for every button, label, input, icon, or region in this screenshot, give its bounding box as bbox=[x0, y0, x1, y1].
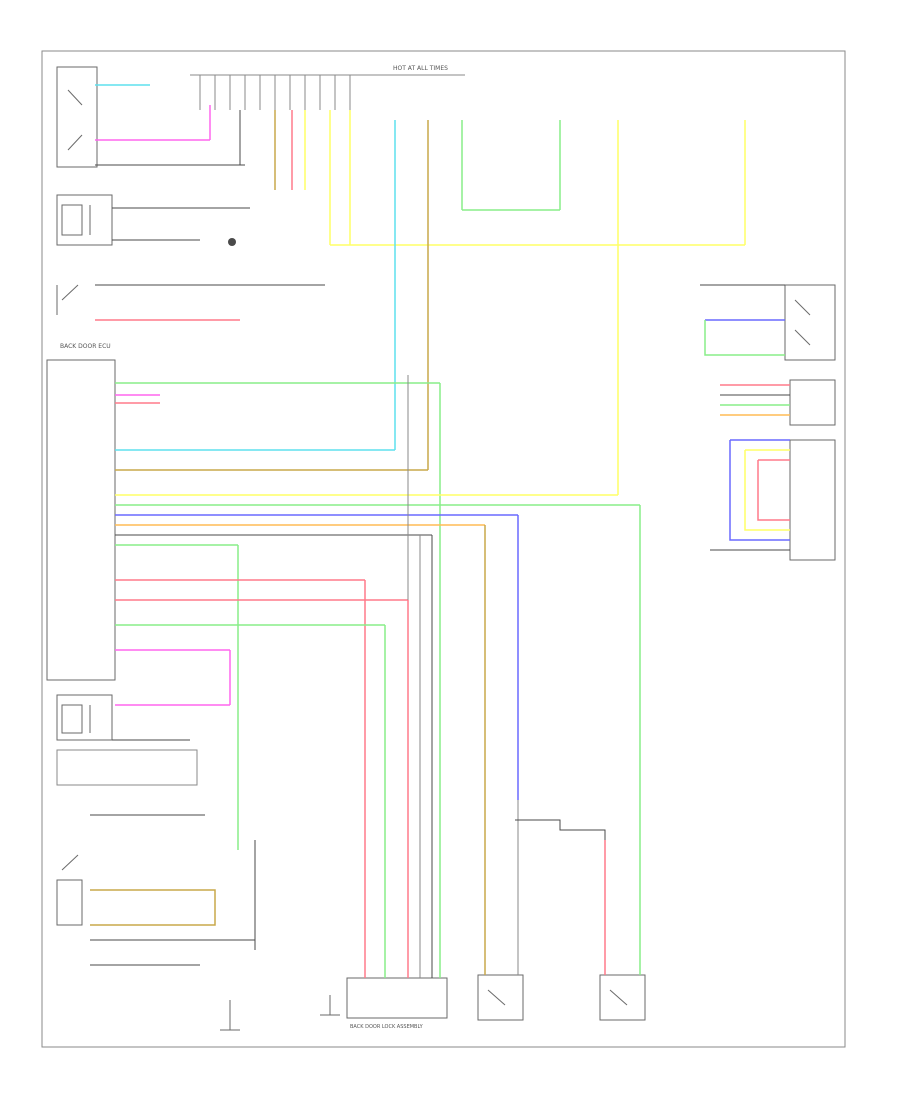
right-door-lock-switch bbox=[599, 974, 646, 1021]
ground-dot-1 bbox=[228, 238, 236, 246]
lower-left-switch bbox=[56, 854, 83, 926]
fuse-block-ticks bbox=[199, 75, 351, 110]
ground-symbol-1 bbox=[220, 1000, 240, 1031]
right-connector-block bbox=[789, 379, 836, 426]
wire-yellow-rl-loop bbox=[744, 450, 790, 531]
left-door-lock-switch bbox=[477, 974, 524, 1021]
wire-red-rl-loop bbox=[757, 460, 790, 521]
ground-symbol-2 bbox=[320, 995, 340, 1016]
back-door-lock-label: BACK DOOR LOCK ASSEMBLY bbox=[350, 1024, 424, 1030]
right-lower-switch bbox=[789, 439, 836, 561]
courtesy-switch-box bbox=[56, 194, 113, 246]
driver-switch bbox=[56, 284, 79, 315]
top-left-switch bbox=[56, 66, 98, 168]
diagram-frame bbox=[41, 50, 846, 1048]
back-door-ecu-label: BACK DOOR ECU bbox=[60, 343, 111, 350]
damper-bracket bbox=[515, 819, 606, 840]
back-door-ecu bbox=[46, 359, 116, 681]
power-back-door-motor bbox=[56, 694, 113, 741]
back-door-lock-assembly bbox=[346, 977, 448, 1019]
right-switch-box bbox=[784, 284, 836, 361]
wire-orange-loop bbox=[90, 889, 216, 926]
wire-blue-rl-loop bbox=[729, 440, 790, 541]
fuse-box-label: HOT AT ALL TIMES bbox=[393, 65, 448, 72]
back-door-closer-box bbox=[56, 749, 198, 786]
wire-green-right bbox=[704, 320, 785, 356]
